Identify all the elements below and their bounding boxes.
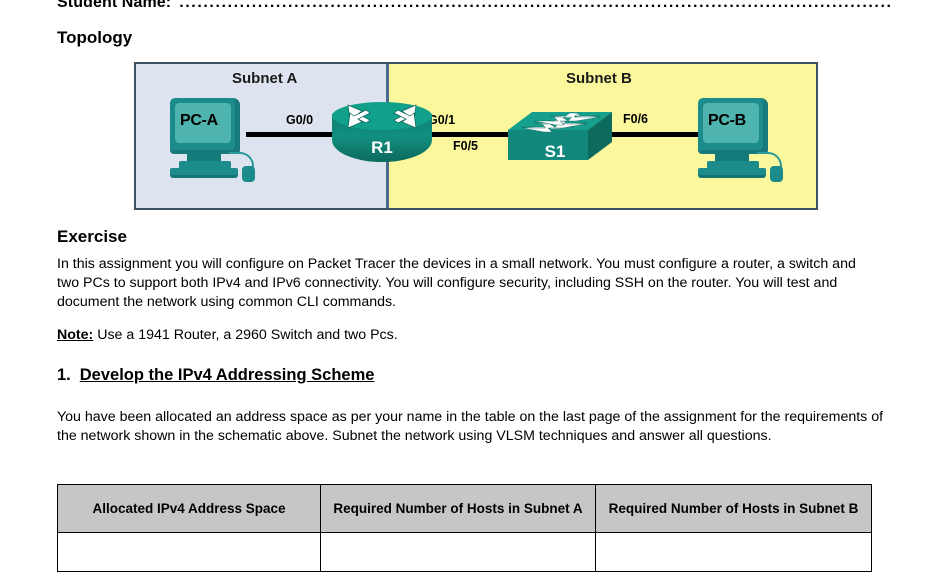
switch-label: S1 [544, 142, 566, 161]
table-header-hosts-subnet-a: Required Number of Hosts in Subnet A [320, 484, 596, 533]
exercise-paragraph: In this assignment you will configure on… [57, 256, 856, 310]
pc-b-monitor [698, 98, 768, 154]
router-arrows-icon [347, 104, 417, 129]
pc-a-keyboard [170, 168, 238, 178]
device-pc-a: PC-A [166, 96, 262, 188]
cell-hosts-subnet-a[interactable] [320, 532, 596, 572]
pc-b-mouse-cord [756, 152, 782, 173]
interface-label-g0-1: G0/1 [428, 113, 456, 127]
cell-hosts-subnet-b[interactable] [595, 532, 872, 572]
subnet-b-label: Subnet B [566, 70, 632, 87]
device-router-r1: R1 [332, 102, 432, 168]
student-name-line: Student Name: ..........................… [57, 0, 907, 12]
topology-heading: Topology [57, 28, 133, 47]
pc-b-keyboard [698, 168, 766, 178]
scheme-paragraph: You have been allocated an address space… [57, 409, 884, 444]
interface-label-f0-5: F0/5 [453, 139, 479, 153]
device-pc-b: PC-B [694, 96, 790, 188]
student-name-label: Student Name: [57, 0, 172, 11]
pc-a-base [179, 161, 231, 169]
address-requirements-table: Allocated IPv4 Address Space Required Nu… [57, 484, 872, 572]
note-text: Use a 1941 Router, a 2960 Switch and two… [93, 327, 398, 343]
pc-b-neck [715, 153, 749, 162]
exercise-heading: Exercise [57, 227, 127, 246]
pc-a-mouse [242, 166, 255, 182]
table-row [57, 532, 872, 572]
pc-b-mouse [770, 166, 783, 182]
table-header-row: Allocated IPv4 Address Space Required Nu… [57, 484, 872, 533]
section-1-heading: 1. Develop the IPv4 Addressing Scheme [57, 366, 374, 385]
note-paragraph: Note: Use a 1941 Router, a 2960 Switch a… [57, 326, 872, 345]
pc-a-label: PC-A [180, 112, 218, 129]
topology-diagram: Subnet A Subnet B G0/0 G0/1 F0/5 F0/6 PC… [134, 62, 818, 210]
link-pca-r1 [246, 132, 366, 137]
router-label: R1 [371, 138, 393, 157]
subnet-a-label: Subnet A [232, 70, 298, 87]
pc-b-label: PC-B [708, 112, 746, 129]
pc-a-monitor [170, 98, 240, 154]
pc-b-base [707, 161, 759, 169]
pc-a-mouse-cord [228, 152, 254, 173]
pc-a-neck [187, 153, 221, 162]
link-s1-pcb [602, 132, 702, 137]
interface-label-f0-6: F0/6 [623, 112, 649, 126]
device-switch-s1: S1 [508, 112, 612, 168]
table-header-allocated-space: Allocated IPv4 Address Space [57, 484, 321, 533]
section-title: Develop the IPv4 Addressing Scheme [79, 366, 375, 384]
cell-allocated-space[interactable] [57, 532, 321, 572]
section-number: 1. [57, 366, 71, 384]
table-header-hosts-subnet-b: Required Number of Hosts in Subnet B [595, 484, 872, 533]
switch-body-icon [508, 112, 612, 160]
link-r1-s1 [424, 132, 522, 137]
note-label: Note: [57, 327, 94, 343]
student-name-fill-dots: ........................................… [179, 0, 893, 11]
interface-label-g0-0: G0/0 [286, 113, 314, 127]
